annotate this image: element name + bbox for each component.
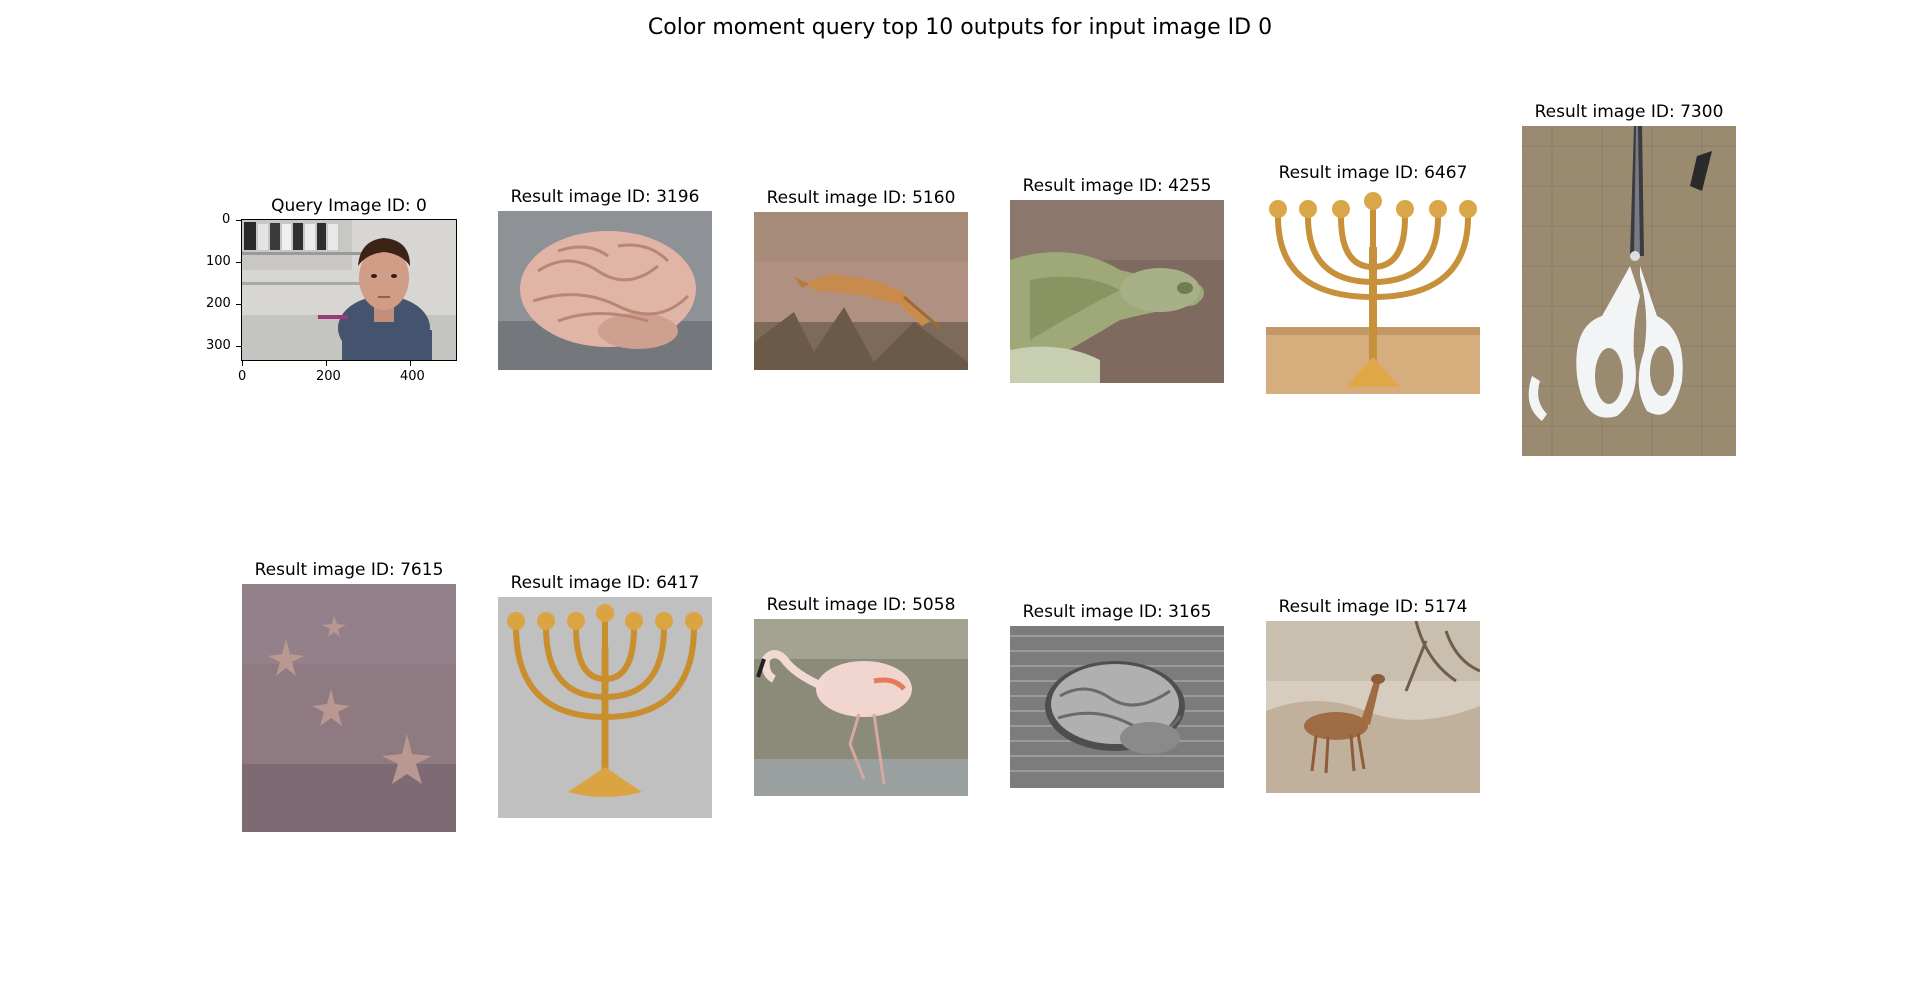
query-y-tick-label: 200 — [206, 296, 231, 311]
result-title: Result image ID: 6467 — [1278, 163, 1468, 183]
query-x-tick — [242, 361, 243, 366]
brain-binary-photo — [1010, 626, 1224, 788]
result-title: Result image ID: 3165 — [1022, 602, 1212, 622]
query-x-tick-label: 200 — [316, 369, 341, 384]
result-title: Result image ID: 7300 — [1534, 102, 1724, 122]
query-y-tick — [236, 220, 241, 221]
menorah-gray-photo — [498, 597, 712, 818]
result-title: Result image ID: 4255 — [1022, 176, 1212, 196]
query-image — [242, 220, 456, 360]
brain-photo — [498, 211, 712, 370]
result-title: Result image ID: 6417 — [510, 573, 700, 593]
query-y-tick-label: 100 — [206, 254, 231, 269]
result-title: Result image ID: 5174 — [1278, 597, 1468, 617]
scissors-photo — [1522, 126, 1736, 456]
query-y-tick-label: 300 — [206, 338, 231, 353]
result-title: Result image ID: 7615 — [254, 560, 444, 580]
gerenuk-photo — [1266, 621, 1480, 793]
result-title: Result image ID: 5058 — [766, 595, 956, 615]
query-y-tick — [236, 304, 241, 305]
query-x-tick-label: 0 — [238, 369, 247, 384]
query-y-tick-label: 0 — [222, 212, 231, 227]
starfish-sand-photo — [242, 584, 456, 832]
query-y-tick — [236, 346, 241, 347]
figure-title: Color moment query top 10 outputs for in… — [647, 15, 1273, 40]
result-title: Result image ID: 5160 — [766, 188, 956, 208]
crocodile-head-photo — [1010, 200, 1224, 383]
flamingo-photo — [754, 619, 968, 796]
query-x-tick — [326, 361, 327, 366]
menorah-desert-photo — [1266, 187, 1480, 394]
query-y-tick — [236, 262, 241, 263]
query-x-tick — [410, 361, 411, 366]
query-x-tick-label: 400 — [400, 369, 425, 384]
result-title: Result image ID: 3196 — [510, 187, 700, 207]
query-title: Query Image ID: 0 — [271, 196, 427, 216]
gazelle-leaping-photo — [754, 212, 968, 370]
